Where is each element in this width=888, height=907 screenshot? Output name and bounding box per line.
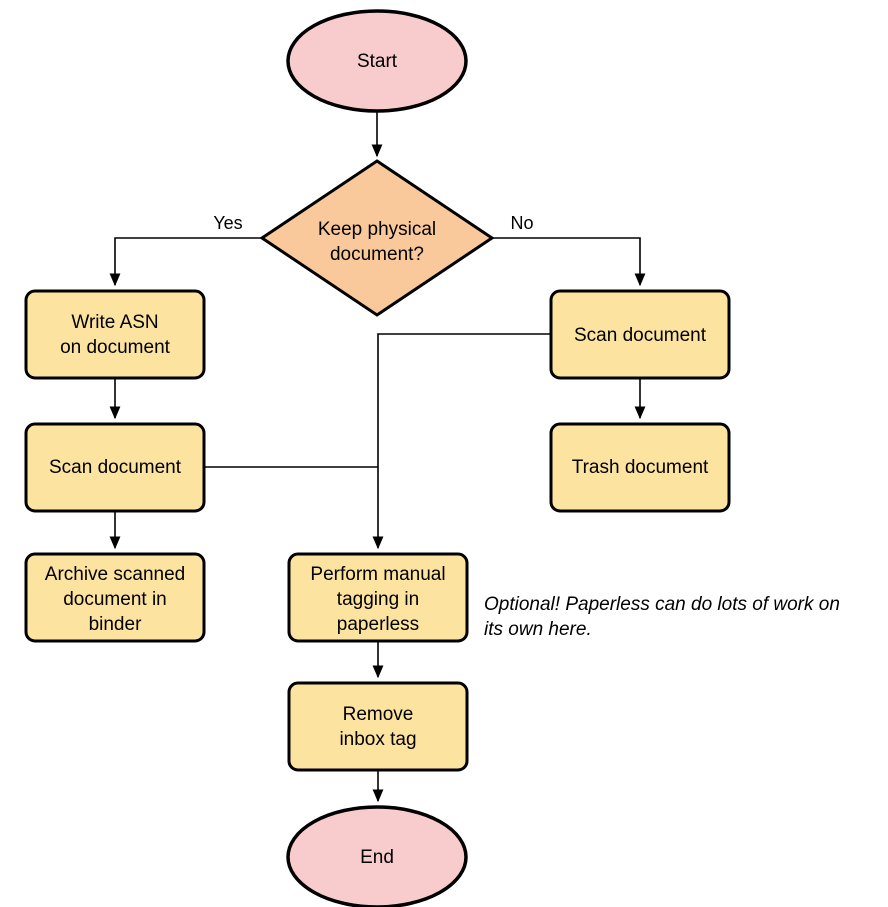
node-write-asn-on-document[interactable]: Write ASN on document [24,289,206,380]
archive-label-line3: binder [89,614,142,635]
node-archive-scanned-document[interactable]: Archive scanned document in binder [24,552,206,643]
end-label: End [360,847,394,868]
edge-decision-no [492,237,646,287]
manual-tagging-label-line3: paperless [337,614,419,635]
write-asn-label-line1: Write ASN [71,312,158,333]
edge-label-group: Yes No [213,213,533,233]
scan-document-right-box[interactable] [549,289,731,380]
edge-decision-yes [109,237,262,287]
edge-label-yes: Yes [213,213,242,233]
end-ellipse[interactable] [286,805,468,907]
node-end[interactable]: End [286,805,468,907]
remove-inbox-tag-label-line2: inbox tag [339,729,416,750]
scan-document-left-label: Scan document [49,457,182,478]
optional-note-line2: its own here. [484,619,592,640]
node-perform-manual-tagging[interactable]: Perform manual tagging in paperless [287,552,469,643]
edge-scan-right-to-manual [372,333,551,550]
archive-box[interactable] [24,552,206,643]
node-remove-inbox-tag[interactable]: Remove inbox tag [287,681,469,772]
edge-group [109,111,646,803]
annotation-optional-note: Optional! Paperless can do lots of work … [484,594,840,640]
node-scan-document-left[interactable]: Scan document [24,422,206,513]
manual-tagging-label-line1: Perform manual [310,564,445,585]
trash-document-box[interactable] [549,422,731,513]
node-start[interactable]: Start [286,9,468,113]
write-asn-box[interactable] [24,289,206,380]
trash-document-label: Trash document [572,457,709,478]
start-ellipse[interactable] [286,9,468,113]
archive-label-line1: Archive scanned [45,564,185,585]
manual-tagging-label-line2: tagging in [337,589,419,610]
node-decision-keep-physical-document[interactable]: Keep physical document? [259,159,495,317]
node-scan-document-right[interactable]: Scan document [549,289,731,380]
write-asn-label-line2: on document [60,337,171,358]
archive-label-line2: document in [63,589,167,610]
scan-document-right-label: Scan document [574,325,707,346]
remove-inbox-tag-label-line1: Remove [343,704,414,725]
decision-label-line2: document? [330,244,424,265]
node-trash-document[interactable]: Trash document [549,422,731,513]
manual-tagging-box[interactable] [287,552,469,643]
decision-label-line1: Keep physical [318,219,436,240]
remove-inbox-tag-box[interactable] [287,681,469,772]
optional-note-line1: Optional! Paperless can do lots of work … [484,594,840,615]
start-label: Start [357,51,398,72]
decision-diamond[interactable] [259,159,495,317]
scan-document-left-box[interactable] [24,422,206,513]
edge-label-no: No [510,213,533,233]
